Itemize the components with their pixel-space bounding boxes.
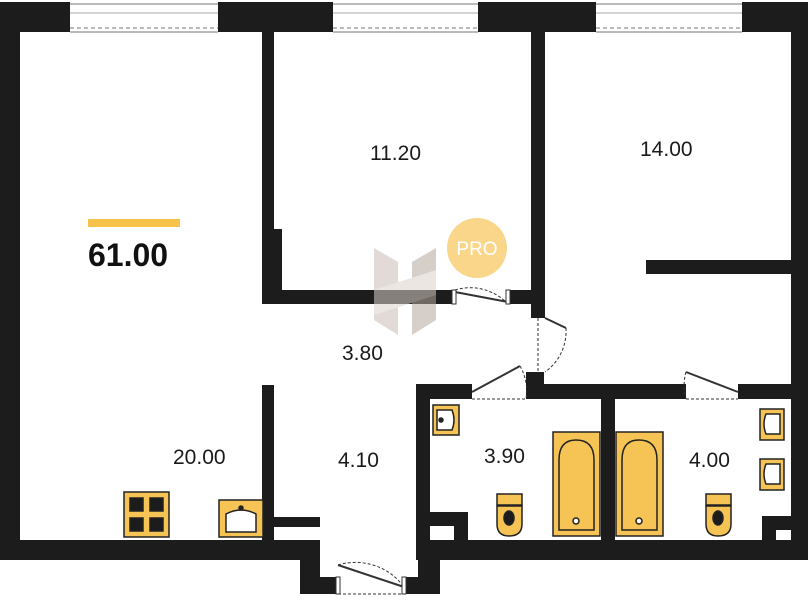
total-area: 61.00: [88, 237, 168, 273]
door-bedroom-small: [451, 287, 511, 305]
window-bedroom-small: [333, 3, 478, 33]
doors: [335, 287, 739, 595]
windows: [70, 3, 742, 33]
washbasin-icon-wc-top: [759, 408, 785, 441]
watermark-logo: [374, 248, 436, 335]
pro-badge-label: PRO: [456, 239, 497, 260]
window-bedroom-large: [596, 3, 742, 33]
room-area-bedroom-small: 11.20: [370, 142, 421, 165]
door-entrance: [335, 561, 407, 595]
kitchen-sink-icon: [218, 499, 264, 538]
door-bedroom-large: [537, 317, 567, 373]
room-area-bedroom-large: 14.00: [640, 138, 693, 161]
washbasin-icon: [432, 404, 460, 436]
room-area-living: 20.00: [173, 446, 226, 469]
pro-badge: PRO: [447, 218, 507, 278]
door-toilet: [683, 371, 739, 400]
total-area-accent-bar: [88, 219, 180, 227]
window-living: [70, 3, 218, 33]
door-bathroom: [471, 365, 528, 400]
room-area-bathroom: 3.90: [484, 445, 525, 468]
room-area-corridor: 4.10: [338, 449, 379, 472]
bathtub-icon-left: [552, 431, 601, 537]
room-area-hall: 3.80: [342, 342, 383, 365]
bathtub-icon-right: [615, 431, 664, 537]
washbasin-icon-wc-bottom: [759, 458, 785, 491]
toilet-bowl-icon-bathroom: [496, 493, 523, 537]
room-area-toilet: 4.00: [689, 449, 730, 472]
fixtures: [123, 404, 785, 538]
toilet-bowl-icon-wc: [705, 493, 732, 537]
stove-icon: [123, 491, 170, 538]
